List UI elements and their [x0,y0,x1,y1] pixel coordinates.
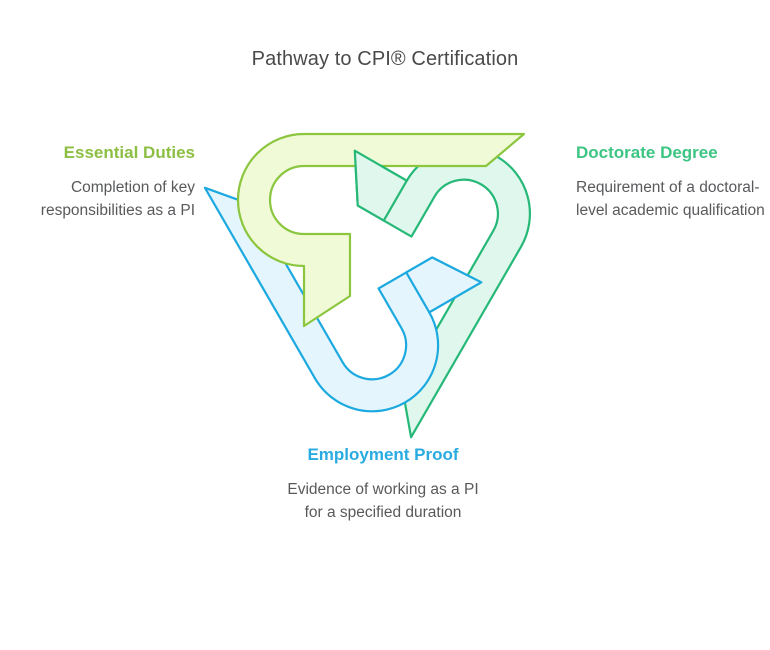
node-description-essential-duties: Completion of key responsibilities as a … [40,178,195,220]
hook-essential-duties [236,132,526,328]
node-description-doctorate-degree: Requirement of a doctoral-level academic… [576,178,765,220]
node-label-employment-proof: Employment Proof Evidence of working as … [283,444,483,525]
node-title-employment-proof: Employment Proof [307,445,459,464]
node-title-doctorate-degree: Doctorate Degree [576,143,718,162]
weave-overlap-teal [353,149,408,222]
page-title: Pathway to CPI® Certification [251,48,519,70]
weave-overlap-blue [405,256,483,314]
interlocking-hooks-diagram [200,88,560,443]
hooks-svg [203,132,531,439]
node-description-employment-proof: Evidence of working as a PI for a specif… [287,480,479,522]
hook-doctorate-degree [353,146,531,439]
node-title-essential-duties: Essential Duties [63,143,195,162]
node-label-doctorate-degree: Doctorate Degree Requirement of a doctor… [576,142,770,223]
node-label-essential-duties: Essential Duties Completion of key respo… [0,142,195,223]
